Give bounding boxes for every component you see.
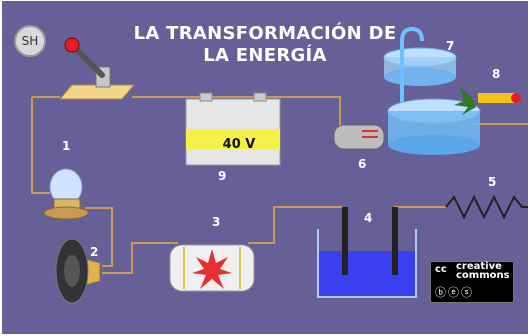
cc-text-line-2: commons	[456, 270, 510, 281]
wire-bulb-speaker	[85, 207, 113, 267]
label-2: 2	[90, 245, 99, 259]
battery-voltage-label: 40 V	[222, 137, 256, 152]
author-badge: SH	[14, 25, 46, 57]
label-8: 8	[492, 67, 501, 81]
title-line-2: LA ENERGÍA	[203, 45, 327, 66]
label-4: 4	[364, 211, 373, 225]
cc-text: creative commons	[456, 261, 510, 281]
light-bulb	[43, 168, 89, 220]
cc-logo: cc	[435, 264, 447, 275]
match-flame	[454, 87, 521, 115]
loudspeaker	[55, 238, 101, 304]
cc-license-icons: ⓑⓔⓢ	[435, 286, 474, 299]
creative-commons-badge[interactable]: cc creative commons ⓑⓔⓢ	[430, 261, 514, 303]
label-9: 9	[218, 169, 227, 183]
battery	[185, 92, 281, 166]
resistor	[445, 194, 528, 220]
pump-motor	[333, 124, 385, 150]
wire-speaker-motor	[102, 242, 178, 274]
label-1: 1	[62, 139, 71, 153]
wire-motor-tank	[248, 206, 342, 244]
label-5: 5	[488, 175, 497, 189]
label-6: 6	[358, 157, 367, 171]
water-tanks	[383, 26, 481, 155]
diagram-title: LA TRANSFORMACIÓN DE LA ENERGÍA	[2, 23, 528, 67]
title-line-1: LA TRANSFORMACIÓN DE	[133, 23, 397, 44]
label-3: 3	[212, 215, 221, 229]
cc-text-line-1: creative	[456, 261, 502, 272]
wire-left	[31, 97, 50, 194]
label-7: 7	[446, 39, 455, 53]
electrolysis-tank	[317, 207, 417, 298]
lever-switch	[58, 37, 136, 100]
motor	[169, 244, 255, 292]
